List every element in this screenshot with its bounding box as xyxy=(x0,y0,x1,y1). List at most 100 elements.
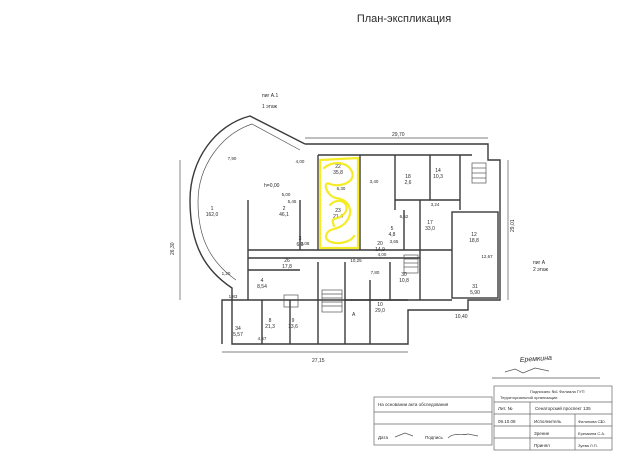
dimension-label: 6,30 xyxy=(337,186,346,191)
room-number: 26 xyxy=(284,258,290,264)
room-5: 54,8 xyxy=(389,226,396,238)
title-block-lit: Лит. № xyxy=(498,406,513,411)
room-number: 31 xyxy=(472,284,478,290)
room-number: 14 xyxy=(435,168,441,174)
dim-right: 29,01 xyxy=(510,219,516,232)
title-block-sheet: 1 xyxy=(600,419,603,424)
room-number: 5 xyxy=(391,226,394,232)
room-area: 33,0 xyxy=(425,226,435,232)
dim-left: 26,30 xyxy=(170,242,176,255)
room-number: 3 xyxy=(299,236,302,242)
title-block-date: 09.10.08 xyxy=(498,419,516,424)
room-9: 913,6 xyxy=(288,318,298,330)
dim-bottom2: 10,40 xyxy=(455,314,468,320)
highlight-marking xyxy=(318,156,360,250)
room-area: 10,3 xyxy=(433,174,443,180)
room-area: 4,8 xyxy=(389,232,396,238)
room-8: 821,3 xyxy=(265,318,275,330)
dimension-labels: 7,904,005,005,453,086,303,246,623,6510,2… xyxy=(222,156,494,341)
title-block-role-0: Исполнитель xyxy=(534,419,562,424)
room-number: 8 xyxy=(269,318,272,324)
room-area: 35,8 xyxy=(333,170,343,176)
dimension-label: 5,45 xyxy=(288,199,297,204)
title-block-name-1: Еремкина С.А. xyxy=(578,431,605,436)
level-mark: h=0,00 xyxy=(264,183,280,189)
stamp-left-sign: Подпись xyxy=(425,435,443,440)
room-3: 36,0 xyxy=(297,236,304,248)
room-number: 30 xyxy=(401,272,407,278)
room-area: 6,0 xyxy=(297,242,304,248)
room-area: 13,6 xyxy=(288,324,298,330)
stamp-left-line1: На основании акта обследования xyxy=(378,402,449,407)
room-area: 21,3 xyxy=(265,324,275,330)
dimension-label: 6,62 xyxy=(400,214,409,219)
room-area: 5,90 xyxy=(470,290,480,296)
room-area: 18,8 xyxy=(469,238,479,244)
dimension-label: 7,90 xyxy=(228,156,237,161)
room-area: 2,6 xyxy=(405,180,412,186)
room-34: 345,57 xyxy=(233,326,243,338)
room-number: 10 xyxy=(377,302,383,308)
room-area: 8,54 xyxy=(257,284,267,290)
dimension-label: 5,00 xyxy=(282,192,291,197)
room-area: 14,9 xyxy=(375,247,385,253)
floor-right-label: 2 этаж xyxy=(533,267,549,273)
approval-stamp-left: На основании акта обследования Дата Подп… xyxy=(373,396,493,446)
axis-right-label: пиг А xyxy=(533,260,546,266)
dim-bottom: 27,15 xyxy=(312,358,325,364)
dimension-label: 7,80 xyxy=(371,270,380,275)
title-block: Подписано №1 Филиала ГУП Территориальной… xyxy=(493,385,613,451)
room-number: 12 xyxy=(471,232,477,238)
room-number: 17 xyxy=(427,220,433,226)
dimension-label: 4,67 xyxy=(258,336,267,341)
room-18: 182,6 xyxy=(405,174,412,186)
room-number: 34 xyxy=(235,326,241,332)
room-area: 17,8 xyxy=(282,264,292,270)
title-block-address: Сенаторский проспект 135 xyxy=(535,405,591,411)
page-title: План-экспликация xyxy=(357,13,451,25)
dimension-label: 1,83 xyxy=(229,294,238,299)
stamp-left-date: Дата xyxy=(378,435,388,440)
title-block-header2: Территориальной организации xyxy=(500,395,557,400)
room-number: 18 xyxy=(405,174,411,180)
dimension-label: 4,00 xyxy=(378,252,387,257)
room-area: 46,1 xyxy=(279,212,289,218)
room-number: 22 xyxy=(335,164,341,170)
dimension-label: 3,40 xyxy=(370,179,379,184)
title-block-role-2: Принял xyxy=(534,443,550,448)
floor-note: 1 этаж xyxy=(262,104,278,110)
title-block-name-0: Филипова С.О. xyxy=(578,419,606,424)
title-block-role-1: Зрение xyxy=(534,431,550,436)
room-area: 162,0 xyxy=(206,212,219,218)
dimension-label: 3,24 xyxy=(431,202,440,207)
room-number: 1 xyxy=(211,206,214,212)
dimension-label: 12,67 xyxy=(481,254,493,259)
axis-a: A xyxy=(352,312,356,318)
room-area: 5,57 xyxy=(233,332,243,338)
room-area: 10,8 xyxy=(399,278,409,284)
room-31: 315,90 xyxy=(470,284,480,296)
signature-scribble xyxy=(504,367,550,374)
handwritten-signature: Еремкина xyxy=(520,355,553,364)
room-4: 48,54 xyxy=(257,278,267,290)
dimension-label: 1,20 xyxy=(222,271,231,276)
room-number: 9 xyxy=(292,318,295,324)
dimension-label: 4,00 xyxy=(296,159,305,164)
dimension-label: 3,08 xyxy=(301,241,310,246)
title-block-name-2: Зуева Л.П. xyxy=(578,443,598,448)
title-block-header1: Подписано №1 Филиала ГУП xyxy=(530,389,585,394)
room-number: 20 xyxy=(377,241,383,247)
room-number: 2 xyxy=(283,206,286,212)
dim-top: 29,70 xyxy=(392,132,405,138)
room-2: 246,1 xyxy=(279,206,289,218)
